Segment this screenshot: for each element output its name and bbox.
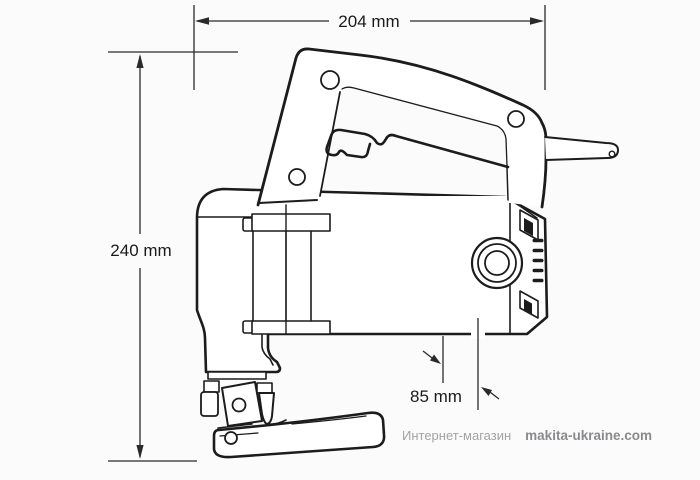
arrowhead-right <box>530 17 544 25</box>
cord-outline <box>544 136 619 161</box>
arrowhead-up <box>136 54 144 68</box>
depth-dimension-label: 85 mm <box>410 387 462 406</box>
blade-holder-tab <box>256 382 273 394</box>
shoe-screw <box>224 431 238 445</box>
store-watermark: Интернет-магазин makita-ukraine.com <box>402 428 652 443</box>
vent-slot <box>532 248 544 253</box>
depth-arrowhead-left <box>430 354 441 364</box>
rear-bevel-line <box>516 203 538 219</box>
arrowhead-down <box>136 445 144 459</box>
clamp-bands <box>242 213 331 335</box>
watermark-site-name: makita-ukraine.com <box>525 428 652 443</box>
shoe-plate-outline <box>212 411 386 459</box>
blade-screw <box>231 397 247 413</box>
power-cord <box>544 136 619 161</box>
vent-slot-lower <box>524 299 532 314</box>
handle-inner-contour <box>341 86 508 167</box>
blade-bracket <box>200 391 219 417</box>
shoe-inner-line-heel <box>291 415 367 425</box>
width-dimension-label: 204 mm <box>338 12 399 31</box>
vent-slot <box>532 258 544 263</box>
upper-band <box>251 213 331 232</box>
motor-vents <box>519 209 544 319</box>
lower-band <box>251 320 331 335</box>
vent-slot <box>532 268 544 273</box>
cord-tip-detail <box>608 150 616 158</box>
boss-inner-circle <box>484 250 510 276</box>
boss-middle-circle <box>477 243 517 283</box>
vent-slot-upper <box>524 218 533 236</box>
blade-clamp-bar <box>207 371 267 380</box>
vent-slot <box>532 278 544 283</box>
blade-head <box>200 371 287 433</box>
handle-leg-bottom <box>258 199 318 204</box>
dimension-width: 204 mm <box>193 5 546 90</box>
trigger-switch <box>325 128 510 169</box>
height-dimension-label: 240 mm <box>110 241 171 260</box>
handle-leg-inner-edge <box>319 91 341 197</box>
gear-boss <box>470 236 524 290</box>
depth-arrowhead-right <box>481 387 492 396</box>
dimension-height: 240 mm <box>108 51 238 462</box>
handle-rear-inner-edge <box>506 167 509 201</box>
vent-slot <box>532 238 544 243</box>
blade-bracket-tab <box>203 380 220 393</box>
neck-inner-curve <box>261 334 274 366</box>
handle-screw-top <box>320 70 340 90</box>
handle-screw-bottom <box>288 168 306 186</box>
watermark-prefix: Интернет-магазин <box>402 428 512 443</box>
handle-screw-rear <box>507 110 525 128</box>
handle <box>256 47 548 209</box>
arrowhead-left <box>195 17 209 25</box>
dimension-depth: 85 mm <box>410 318 500 410</box>
shoe <box>212 411 386 459</box>
